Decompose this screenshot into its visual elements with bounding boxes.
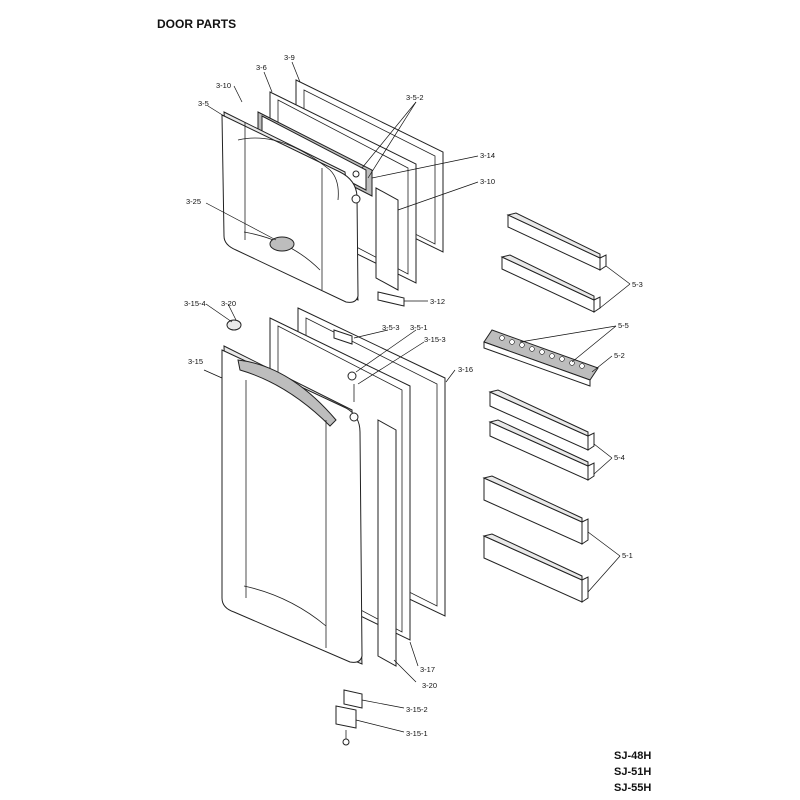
lower-door-assembly [221,307,446,746]
pocket-5-1-b [482,533,589,603]
callout-3-20-top: 3-20 [221,299,236,308]
callout-3-5-2: 3-5-2 [406,93,424,102]
hinge-3-15-2 [343,689,363,709]
hinge-cap-lower [349,412,359,422]
callout-3-14: 3-14 [480,151,495,160]
callout-3-15: 3-15 [188,357,203,366]
model-label: SJ-51H [614,766,652,778]
callout-3-5-3: 3-5-3 [382,323,400,332]
model-list: SJ-48H SJ-51H SJ-55H [614,748,651,796]
callout-3-10-side: 3-10 [480,177,495,186]
top-hinge-pin [352,170,360,178]
callout-3-12: 3-12 [430,297,445,306]
lower-handle [237,359,337,427]
callout-3-15-1: 3-15-1 [406,729,428,738]
pocket-5-3-a [506,212,607,271]
callout-3-25: 3-25 [186,197,201,206]
top-hinge-cap [351,194,361,204]
callout-5-3: 5-3 [632,280,643,289]
callout-3-6: 3-6 [256,63,267,72]
model-label: SJ-55H [614,782,652,794]
handle-3-25 [269,236,295,252]
callout-5-1: 5-1 [622,551,633,560]
door-shell-3-5 [221,114,359,303]
pocket-5-1-a [482,475,589,545]
hinge-bush-3-5-1 [347,371,357,381]
diagram-title: DOOR PARTS [157,17,237,31]
callout-5-4: 5-4 [614,453,625,462]
hinge-3-5-3 [333,329,353,345]
cap-3-15-4 [226,319,242,331]
callout-3-5-1: 3-5-1 [410,323,428,332]
strip-3-20 [377,419,397,667]
callout-labels: 3-9 3-6 3-10 3-5 3-5-2 3-14 3-10 3-25 3-… [184,53,643,738]
upper-door-assembly [221,79,444,307]
model-label: SJ-48H [614,750,652,762]
strip-3-10 [375,187,399,291]
callout-3-17: 3-17 [420,665,435,674]
callout-3-15-2: 3-15-2 [406,705,428,714]
callout-5-2: 5-2 [614,351,625,360]
callout-5-5: 5-5 [618,321,629,330]
pocket-5-4-a [488,389,595,451]
callout-3-9: 3-9 [284,53,295,62]
callout-3-20-bottom: 3-20 [422,681,437,690]
leader-lines [203,61,631,733]
callout-3-16: 3-16 [458,365,473,374]
callout-3-15-3: 3-15-3 [424,335,446,344]
callout-3-5: 3-5 [198,99,209,108]
hinge-plate-lower [335,705,357,729]
pocket-5-3-b [500,254,601,313]
egg-tray-5-2 [483,329,599,387]
door-pockets [482,212,607,603]
callout-3-15-4: 3-15-4 [184,299,206,308]
pocket-5-4-b [488,419,595,481]
bracket-3-12 [377,291,405,307]
callout-3-10-top: 3-10 [216,81,231,90]
